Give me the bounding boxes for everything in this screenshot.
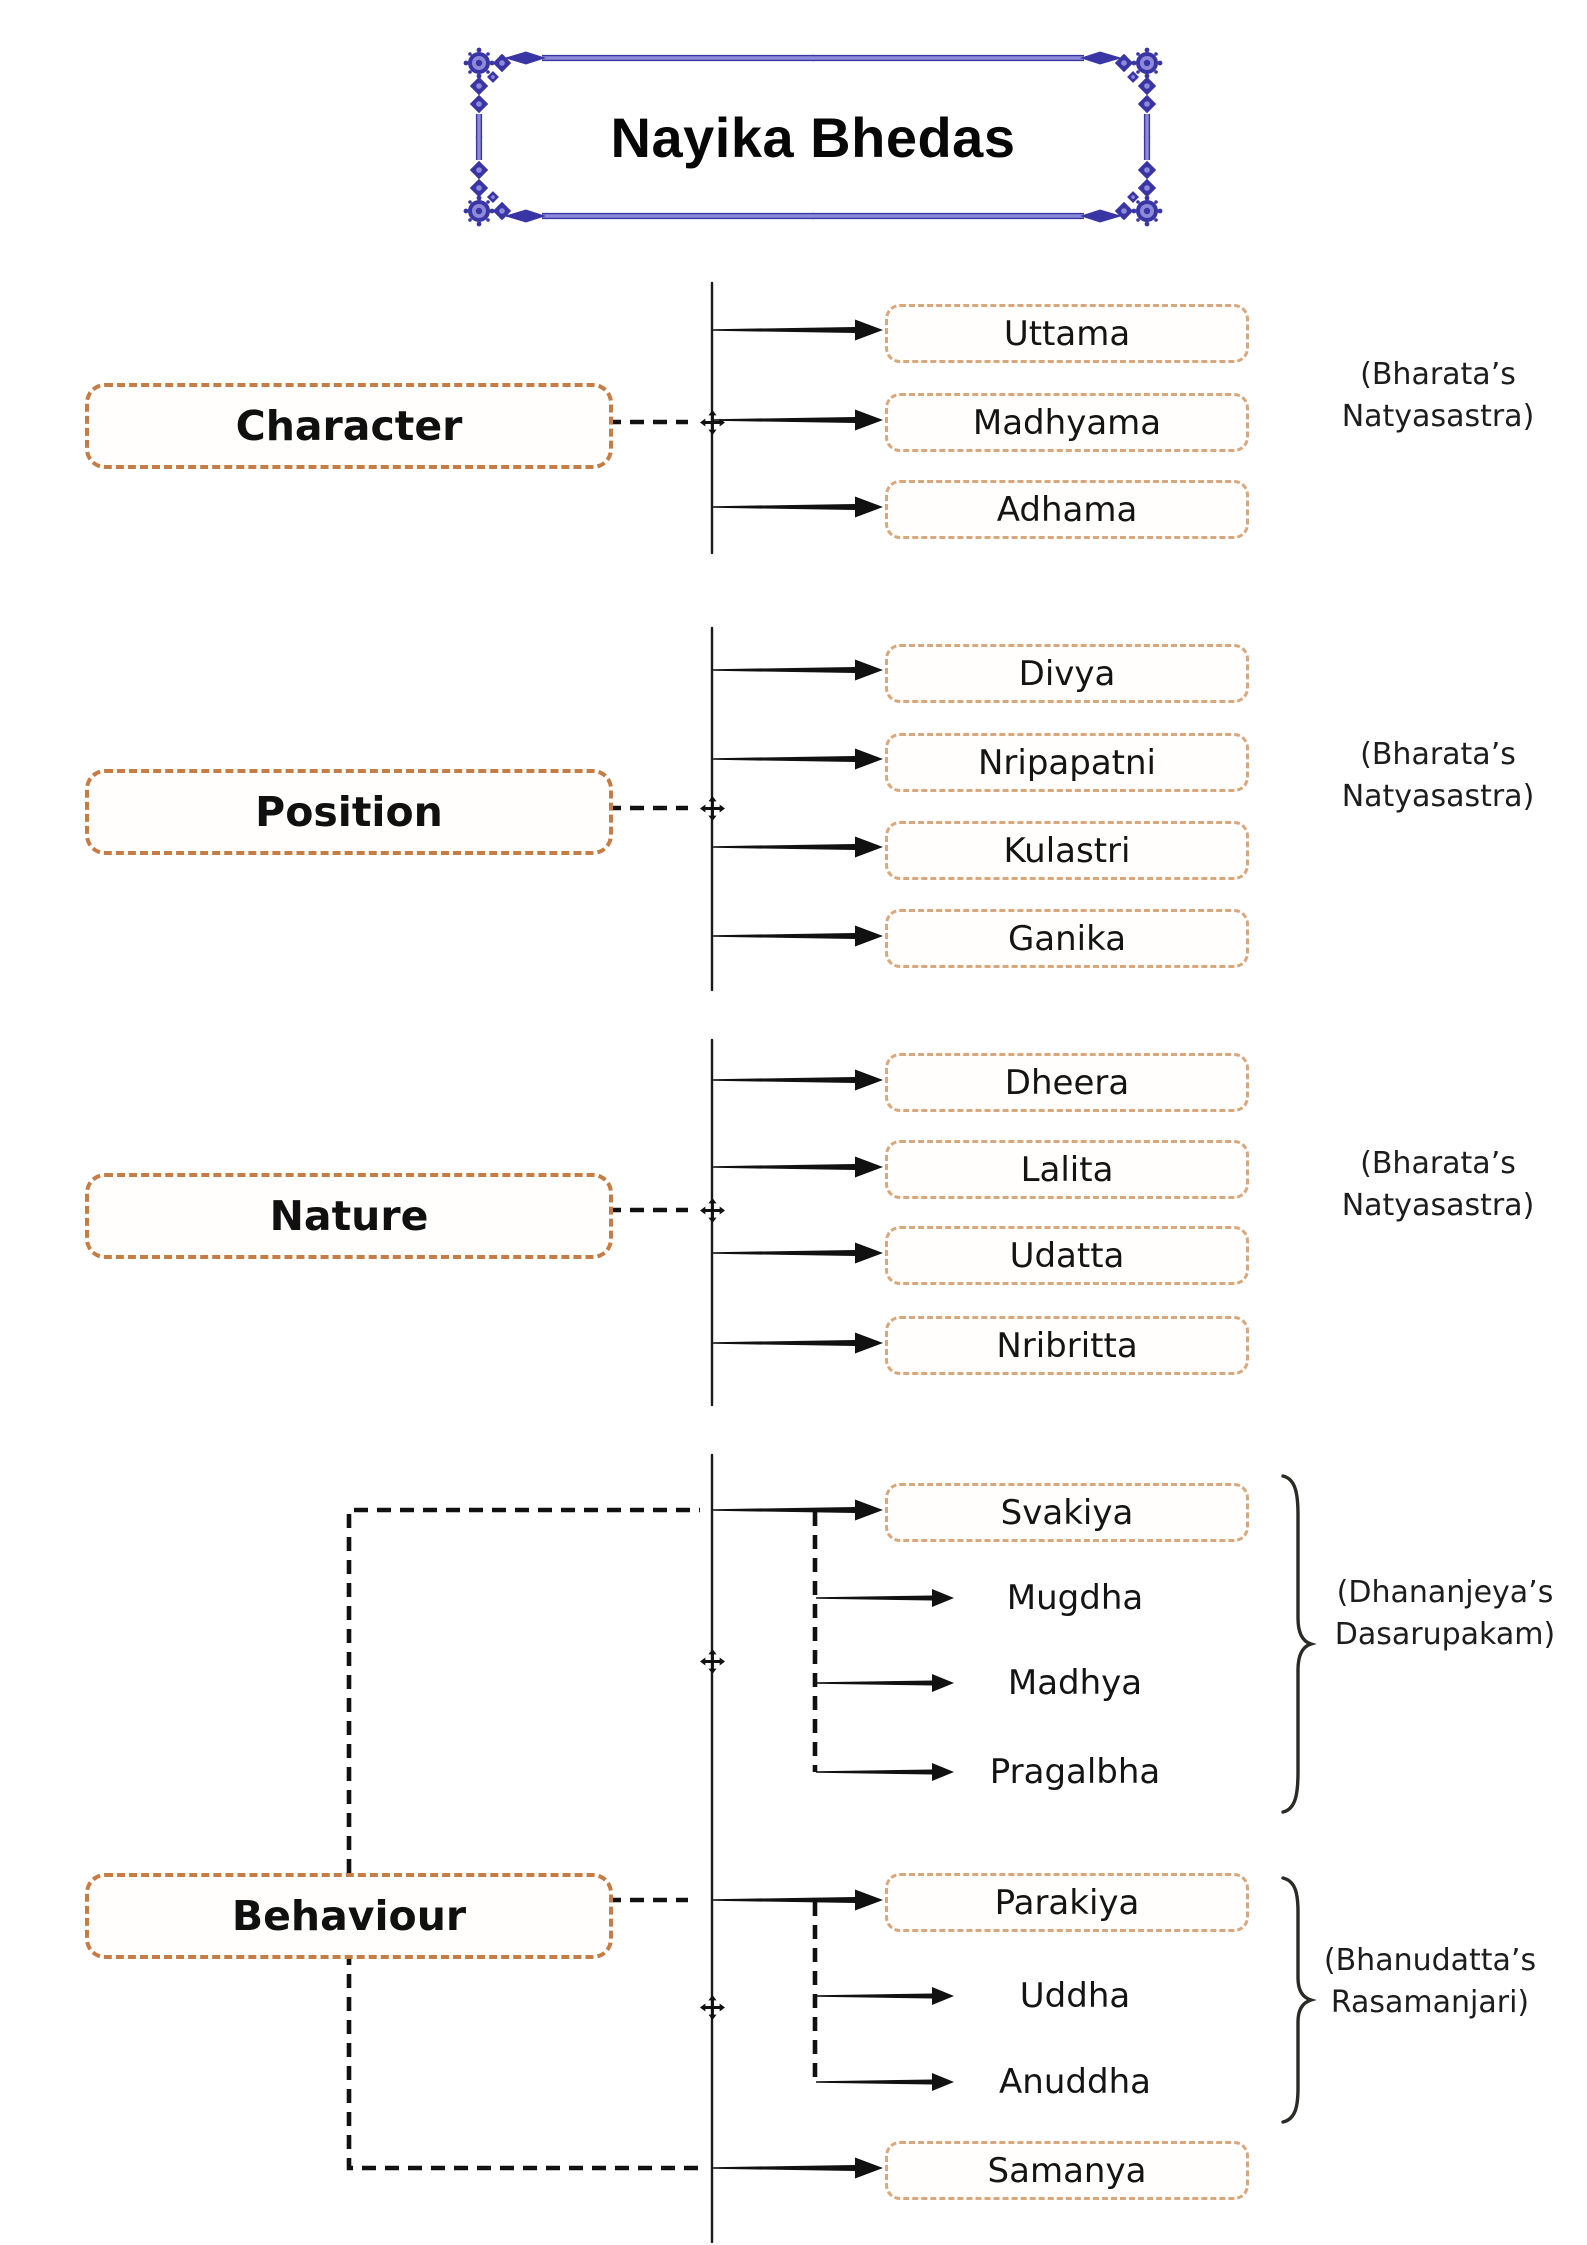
item-box-ganika: Ganika <box>885 909 1249 968</box>
item-box-uttama: Uttama <box>885 304 1249 363</box>
item-box-svakiya: Svakiya <box>885 1483 1249 1542</box>
title-frame: Nayika Bhedas <box>458 42 1168 232</box>
source-note-dasarupakam: (Dhananjeya’s Dasarupakam) <box>1334 1575 1556 1652</box>
category-box-position: Position <box>85 769 613 855</box>
arrow-mugdha <box>816 1589 954 1607</box>
arrow-uddha <box>816 1987 954 2005</box>
arrow-nripapatni <box>713 748 883 770</box>
item-box-adhama: Adhama <box>885 480 1249 539</box>
arrow-madhyama <box>713 409 883 431</box>
item-box-nripapatni: Nripapatni <box>885 733 1249 792</box>
item-box-samanya: Samanya <box>885 2141 1249 2200</box>
arrow-anuddha <box>816 2073 954 2091</box>
move-handle-icon <box>699 1994 726 2021</box>
arrow-madhya <box>816 1674 954 1692</box>
category-box-nature: Nature <box>85 1173 613 1259</box>
item-box-udatta: Udatta <box>885 1226 1249 1285</box>
arrow-kulastri <box>713 836 883 858</box>
arrow-lalita <box>713 1156 883 1178</box>
grouping-braces <box>1281 1474 1317 2124</box>
arrow-ganika <box>713 925 883 947</box>
move-handle-icon <box>699 795 726 822</box>
arrow-dheera <box>713 1069 883 1091</box>
category-box-character: Character <box>85 383 613 469</box>
subitem-arrows <box>816 1589 954 2091</box>
subitem-text-madhya: Madhya <box>1007 1663 1143 1703</box>
arrow-udatta <box>713 1242 883 1264</box>
arrow-adhama <box>713 496 883 518</box>
arrow-samanya <box>713 2157 883 2179</box>
item-box-nribritta: Nribritta <box>885 1316 1249 1375</box>
arrow-nribritta <box>713 1332 883 1354</box>
source-note-character: (Bharata’s Natyasastra) <box>1341 357 1535 434</box>
grouping-brace-rasamanjari <box>1281 1876 1317 2124</box>
grouping-brace-dasarupakam <box>1281 1474 1317 1814</box>
page-title: Nayika Bhedas <box>610 105 1016 169</box>
arrow-parakiya <box>713 1889 883 1911</box>
source-note-position: (Bharata’s Natyasastra) <box>1341 737 1535 814</box>
move-handle-icon <box>699 409 726 436</box>
arrow-svakiya <box>713 1499 883 1521</box>
item-box-divya: Divya <box>885 644 1249 703</box>
move-handle-icon <box>699 1197 726 1224</box>
item-box-lalita: Lalita <box>885 1140 1249 1199</box>
item-arrows <box>713 319 883 2179</box>
connector-behaviour-top <box>346 1507 700 1873</box>
move-handle-icon <box>699 1648 726 1675</box>
item-box-parakiya: Parakiya <box>885 1873 1249 1932</box>
source-note-nature: (Bharata’s Natyasastra) <box>1341 1146 1535 1223</box>
connector-behaviour-bottom <box>346 1951 700 2171</box>
subitem-text-pragalbha: Pragalbha <box>989 1752 1161 1792</box>
arrow-uttama <box>713 319 883 341</box>
item-box-dheera: Dheera <box>885 1053 1249 1112</box>
subitem-text-mugdha: Mugdha <box>1006 1578 1144 1618</box>
category-connectors <box>346 419 818 2171</box>
subitem-text-anuddha: Anuddha <box>999 2062 1151 2102</box>
category-box-behaviour: Behaviour <box>85 1873 613 1959</box>
arrow-pragalbha <box>816 1763 954 1781</box>
arrow-divya <box>713 659 883 681</box>
item-box-kulastri: Kulastri <box>885 821 1249 880</box>
subitem-text-uddha: Uddha <box>1019 1976 1131 2016</box>
source-note-rasamanjari: (Bhanudatta’s Rasamanjari) <box>1323 1943 1537 2020</box>
item-box-madhyama: Madhyama <box>885 393 1249 452</box>
